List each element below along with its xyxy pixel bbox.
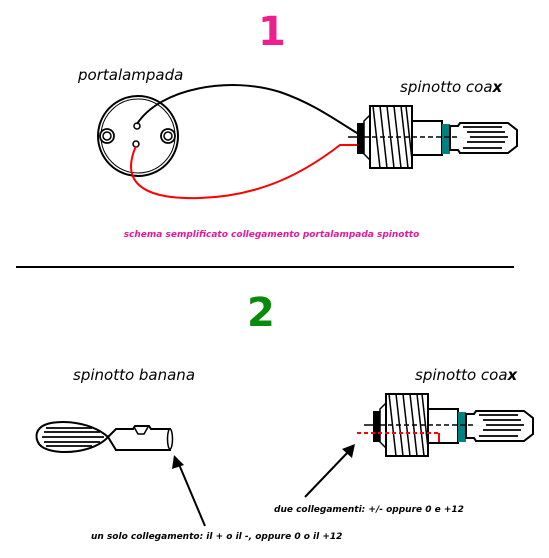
diagram-caption: schema semplificato collegamento portala… [123, 230, 420, 240]
coax-teal-ring [442, 124, 450, 154]
red-wire [130, 144, 380, 200]
section-divider [16, 266, 514, 268]
coax-label-prefix: spinotto coa [400, 78, 493, 96]
section-2-number: 2 [247, 290, 275, 336]
coax-plug-label-1: spinotto coax [400, 80, 502, 95]
arrow-to-coax-icon [304, 444, 355, 498]
coax-plug-label-2: spinotto coax [415, 368, 517, 383]
lampholder-icon [97, 95, 179, 177]
banana-plug-icon [35, 421, 174, 454]
banana-connection-note: un solo collegamento: il + o il -, oppur… [91, 532, 343, 542]
coax-teal-ring [458, 412, 466, 442]
lampholder-right-screw-icon [160, 128, 176, 144]
lampholder-label: portalampada [78, 66, 184, 84]
coax-plug-icon-2 [357, 393, 534, 457]
coax-label-prefix: spinotto coa [415, 366, 508, 384]
coax-label-suffix: x [507, 366, 518, 384]
lampholder-left-screw-icon [99, 128, 115, 144]
black-wire [136, 84, 363, 137]
banana-plug-label: spinotto banana [73, 366, 196, 384]
coax-label-suffix: x [492, 78, 503, 96]
section-1-number: 1 [258, 9, 286, 55]
coax-connection-note: due collegamenti: +/- oppure 0 e +12 [274, 505, 464, 515]
arrow-to-banana-icon [172, 455, 206, 527]
coax-plug-icon-1 [348, 105, 518, 169]
